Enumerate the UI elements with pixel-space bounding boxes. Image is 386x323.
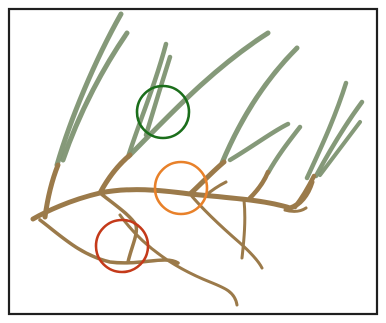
shoot-group xyxy=(57,14,362,178)
shoot-2 xyxy=(63,33,127,160)
stem-up-right xyxy=(250,172,268,198)
shoot-1 xyxy=(57,14,121,165)
stem-group xyxy=(33,155,314,305)
root-right-drop xyxy=(242,200,245,258)
stem-up-far xyxy=(295,176,314,207)
root-lower-left xyxy=(40,220,178,263)
stem-up-center xyxy=(100,155,130,193)
